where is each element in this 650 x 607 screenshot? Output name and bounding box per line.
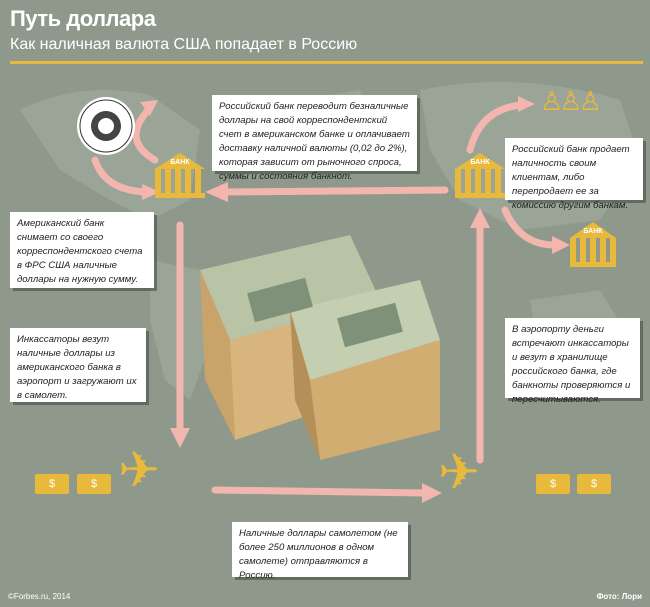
- arrow-to-fed: [132, 104, 159, 164]
- bank-icon-other: БАНК: [570, 222, 616, 267]
- source-credit: ©Forbes.ru, 2014: [8, 592, 71, 601]
- fed-seal-icon: [77, 97, 135, 155]
- callout-flight: Наличные доллары самолетом (не более 250…: [232, 522, 408, 581]
- truck-icon: $: [536, 474, 570, 494]
- header-divider: [10, 61, 643, 64]
- photo-credit: Фото: Лори: [596, 592, 642, 601]
- clients-icon: ♙♙♙: [540, 86, 602, 116]
- page-title: Путь доллара: [10, 6, 156, 31]
- bank-label: БАНК: [455, 153, 505, 169]
- truck-icon: $: [35, 474, 69, 494]
- arrow-to-banks: [501, 206, 559, 249]
- bank-label: БАНК: [155, 153, 205, 169]
- arrow-transfer: [221, 186, 449, 196]
- callout-collectors-us: Инкассаторы везут наличные доллары из ам…: [10, 328, 146, 402]
- bank-icon-ru: БАНК: [455, 153, 505, 198]
- arrow-heads: [140, 96, 570, 503]
- plane-icon-us: ✈: [118, 442, 160, 498]
- flow-arrows: [91, 101, 559, 497]
- truck-icon: $: [77, 474, 111, 494]
- bank-label: БАНК: [570, 222, 616, 238]
- money-stacks-image: [200, 235, 440, 460]
- arrow-from-fed: [91, 156, 149, 196]
- bank-icon-us: БАНК: [155, 153, 205, 198]
- callout-collectors-ru: В аэропорту деньги встречают инкассаторы…: [505, 318, 640, 405]
- page-subtitle: Как наличная валюта США попадает в Росси…: [10, 36, 358, 53]
- plane-icon-ru: ✈: [438, 444, 480, 500]
- callout-withdraw: Американский банк снимает со своего корр…: [10, 212, 154, 288]
- callout-transfer: Российский банк переводит безналичные до…: [212, 95, 417, 182]
- arrow-to-clients: [466, 101, 524, 154]
- callout-sell: Российский банк продает наличность своим…: [505, 138, 643, 211]
- truck-icon: $: [577, 474, 611, 494]
- arrow-flight: [211, 486, 429, 497]
